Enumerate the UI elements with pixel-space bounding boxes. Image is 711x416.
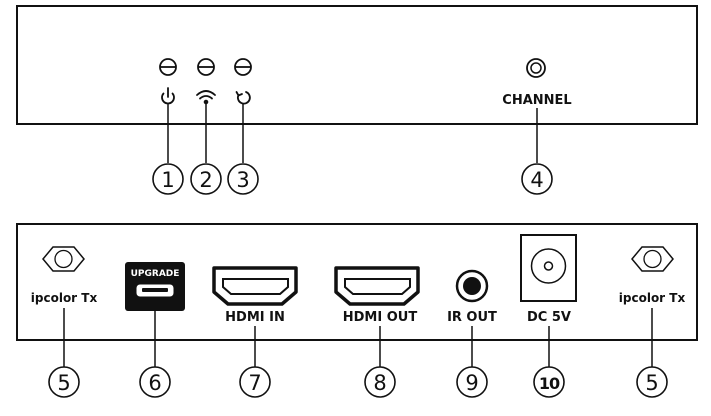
svg-text:4: 4 [530, 168, 543, 192]
svg-text:3: 3 [236, 168, 249, 192]
svg-text:6: 6 [148, 371, 161, 395]
dc-label: DC 5V [527, 310, 571, 325]
hdmi-in-label: HDMI IN [225, 310, 285, 325]
upgrade-label: UPGRADE [131, 269, 180, 279]
screw-left [42, 246, 85, 272]
callout-5-right: 5 [636, 366, 668, 398]
callout-4: 4 [521, 163, 553, 195]
brand-label-left: ipcolor Tx [31, 291, 98, 305]
rear-panel [16, 223, 698, 341]
callout-8: 8 [364, 366, 396, 398]
svg-text:7: 7 [248, 371, 261, 395]
dc-power-jack [520, 234, 577, 302]
svg-text:8: 8 [373, 371, 386, 395]
svg-text:9: 9 [465, 371, 478, 395]
refresh-icon [235, 91, 251, 105]
wifi-icon [196, 90, 216, 105]
callout-9: 9 [456, 366, 488, 398]
callout-2: 2 [190, 163, 222, 195]
channel-label: CHANNEL [502, 93, 571, 108]
upgrade-port [125, 262, 185, 311]
callout-3: 3 [227, 163, 259, 195]
screw-right [631, 246, 674, 272]
svg-text:10: 10 [539, 374, 560, 393]
led-power [159, 58, 177, 76]
power-icon [161, 87, 175, 105]
callout-6: 6 [139, 366, 171, 398]
callout-7: 7 [239, 366, 271, 398]
svg-text:2: 2 [199, 168, 212, 192]
callout-1: 1 [152, 163, 184, 195]
svg-text:5: 5 [645, 371, 658, 395]
ir-out-jack [455, 269, 489, 303]
svg-text:1: 1 [161, 168, 174, 192]
hdmi-in-port [212, 266, 298, 306]
callout-5-left: 5 [48, 366, 80, 398]
brand-label-right: ipcolor Tx [619, 291, 686, 305]
svg-text:5: 5 [57, 371, 70, 395]
front-panel [16, 5, 698, 125]
callout-10: 10 [533, 366, 565, 398]
hdmi-out-port [334, 266, 420, 306]
hdmi-out-label: HDMI OUT [343, 310, 418, 325]
channel-button [526, 58, 546, 78]
ir-out-label: IR OUT [447, 310, 497, 325]
led-link [197, 58, 215, 76]
led-status [234, 58, 252, 76]
